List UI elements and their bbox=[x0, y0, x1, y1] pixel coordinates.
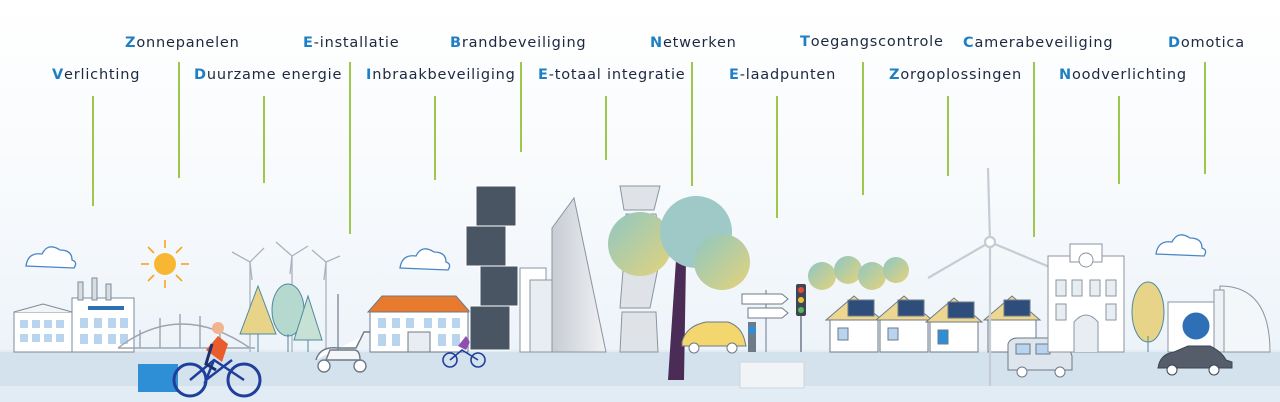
stem-netwerken bbox=[691, 62, 693, 186]
label-noodverlichting[interactable]: Noodverlichting bbox=[1059, 67, 1187, 83]
crosswalk bbox=[739, 361, 805, 389]
wind-turbine-icon bbox=[927, 167, 1053, 386]
street bbox=[0, 352, 1280, 386]
cloud-icon bbox=[25, 246, 77, 269]
cyclist-icon bbox=[442, 336, 486, 368]
label-verlichting[interactable]: Verlichting bbox=[52, 67, 141, 83]
stem-duurzame-energie bbox=[263, 96, 265, 183]
tree-icon bbox=[1131, 281, 1165, 352]
stem-zonnepanelen bbox=[178, 62, 180, 178]
label-zonnepanelen[interactable]: Zonnepanelen bbox=[125, 35, 240, 51]
villa bbox=[366, 295, 472, 353]
car-icon bbox=[1157, 345, 1233, 376]
stem-e-laadpunten bbox=[776, 96, 778, 218]
water bbox=[138, 364, 178, 392]
stem-verlichting bbox=[92, 96, 94, 206]
stem-noodverlichting bbox=[1118, 96, 1120, 184]
label-zorgoplossingen[interactable]: Zorgoplossingen bbox=[889, 67, 1022, 83]
car-icon bbox=[681, 321, 747, 354]
scooter-icon bbox=[315, 331, 370, 373]
tree-icon bbox=[808, 256, 909, 290]
stem-zorgoplossingen bbox=[947, 96, 949, 176]
label-netwerken[interactable]: Netwerken bbox=[650, 35, 737, 51]
stem-domotica bbox=[1204, 62, 1206, 174]
globe-icon bbox=[1181, 311, 1211, 341]
label-toegangscontrole[interactable]: Toegangscontrole bbox=[800, 34, 944, 50]
bridge bbox=[117, 314, 255, 349]
label-e-totaal-integratie[interactable]: E-totaal integratie bbox=[538, 67, 686, 83]
stem-e-installatie bbox=[349, 62, 351, 234]
cloud-icon bbox=[1155, 234, 1207, 257]
stem-camerabeveiliging bbox=[1033, 62, 1035, 237]
sun-icon bbox=[141, 240, 189, 288]
label-domotica[interactable]: Domotica bbox=[1168, 35, 1245, 51]
leaning-tower bbox=[551, 196, 607, 353]
label-camerabeveiliging[interactable]: Camerabeveiliging bbox=[963, 35, 1114, 51]
stem-toegangscontrole bbox=[862, 62, 864, 195]
office-building bbox=[519, 267, 553, 353]
tree-icon bbox=[239, 283, 323, 352]
solar-tower bbox=[465, 185, 519, 351]
signpost-icon bbox=[741, 290, 789, 352]
big-tree bbox=[608, 196, 750, 380]
label-brandbeveiliging[interactable]: Brandbeveiliging bbox=[450, 35, 587, 51]
stem-inbraakbeveiliging bbox=[434, 96, 436, 180]
charging-station-icon bbox=[748, 322, 756, 352]
label-inbraakbeveiliging[interactable]: Inbraakbeveiliging bbox=[366, 67, 516, 83]
clock-tower bbox=[1047, 243, 1125, 353]
cyclist-icon bbox=[172, 322, 262, 398]
office-building bbox=[1167, 285, 1271, 353]
label-duurzame-energie[interactable]: Duurzame energie bbox=[194, 67, 343, 83]
cloud-icon bbox=[399, 248, 451, 271]
stem-brandbeveiliging bbox=[520, 62, 522, 152]
label-e-laadpunten[interactable]: E-laadpunten bbox=[729, 67, 837, 83]
factory bbox=[13, 277, 135, 353]
stem-e-totaal-integratie bbox=[605, 96, 607, 160]
label-e-installatie[interactable]: E-installatie bbox=[303, 35, 400, 51]
clock-icon bbox=[1078, 252, 1094, 268]
traffic-light-icon bbox=[796, 284, 806, 352]
